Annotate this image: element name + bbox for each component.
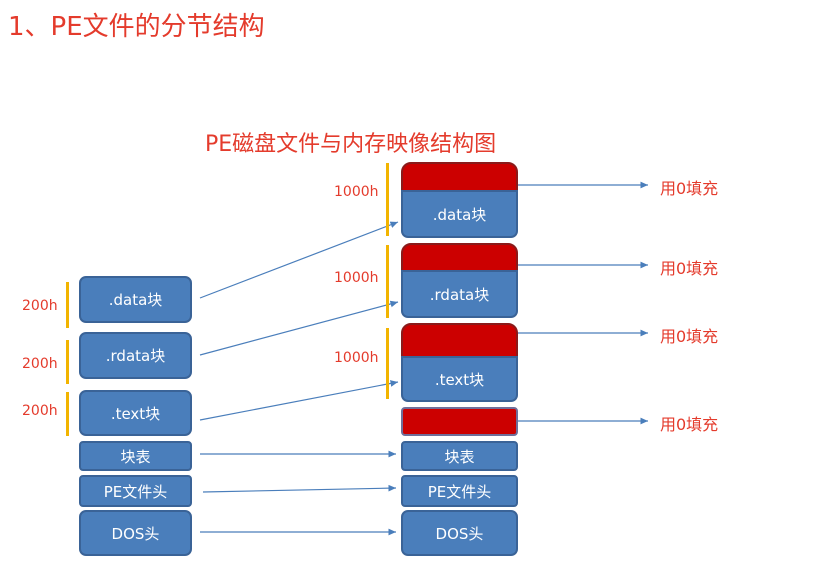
disk-bracket-data: [66, 282, 69, 328]
fill-label-data: 用0填充: [660, 179, 719, 198]
mem-pe-header: PE文件头: [401, 475, 518, 507]
fill-label-text: 用0填充: [660, 327, 719, 346]
mem-size-label-rdata: 1000h: [334, 270, 379, 286]
diagram-title: PE磁盘文件与内存映像结构图: [205, 132, 497, 157]
disk-size-label-rdata: 200h: [22, 356, 58, 372]
disk-section-rdata: .rdata块: [79, 332, 192, 379]
arrow-rdata: [199, 300, 399, 356]
mem-section-data: .data块: [401, 190, 518, 238]
mem-size-label-data: 1000h: [334, 184, 379, 200]
disk-size-label-text: 200h: [22, 403, 58, 419]
mem-dos-header: DOS头: [401, 510, 518, 556]
disk-section-text: .text块: [79, 390, 192, 436]
disk-dos-header: DOS头: [79, 510, 192, 556]
mem-bracket-data: [386, 163, 389, 236]
disk-section-data: .data块: [79, 276, 192, 323]
disk-size-label-data: 200h: [22, 298, 58, 314]
arrow-data: [199, 221, 399, 299]
disk-bracket-rdata: [66, 340, 69, 384]
disk-pe-header: PE文件头: [79, 475, 192, 507]
arrow-pe-header: [202, 484, 397, 493]
fill-label-extra: 用0填充: [660, 415, 719, 434]
fill-label-rdata: 用0填充: [660, 259, 719, 278]
disk-section-table: 块表: [79, 441, 192, 471]
mem-section-rdata: .rdata块: [401, 270, 518, 318]
mem-bracket-rdata: [386, 245, 389, 318]
mem-section-table: 块表: [401, 441, 518, 471]
mem-bracket-text: [386, 328, 389, 399]
arrow-text: [199, 380, 399, 421]
page-title: 1、PE文件的分节结构: [8, 12, 265, 42]
mem-section-text: .text块: [401, 356, 518, 402]
mem-size-label-text: 1000h: [334, 350, 379, 366]
disk-bracket-text: [66, 392, 69, 436]
mem-padding-extra: [401, 407, 518, 436]
